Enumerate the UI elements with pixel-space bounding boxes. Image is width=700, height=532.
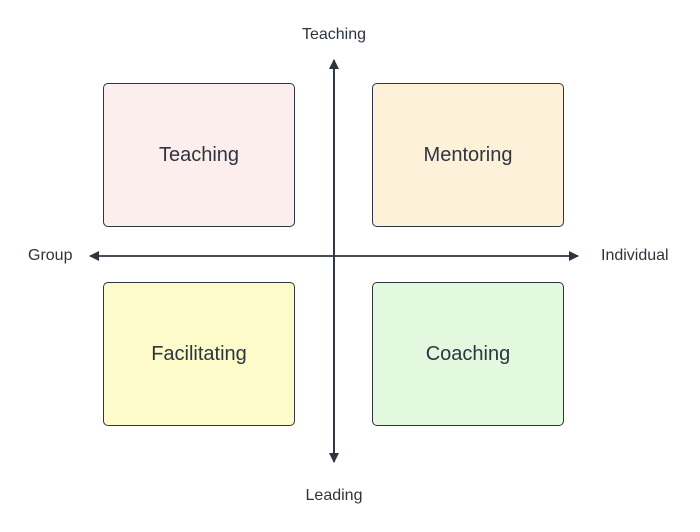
axis-label-bottom: Leading	[305, 487, 363, 504]
axis-label-top: Teaching	[301, 26, 367, 43]
quadrant-label: Teaching	[158, 143, 240, 166]
quadrant-label: Facilitating	[151, 342, 247, 365]
quadrant-facilitating: Facilitating	[103, 282, 295, 426]
quadrant-coaching: Coaching	[372, 282, 564, 426]
quadrant-mentoring: Mentoring	[372, 83, 564, 227]
quadrant-label: Mentoring	[423, 143, 513, 166]
quadrant-teaching: Teaching	[103, 83, 295, 227]
axis-label-right: Individual	[601, 247, 669, 264]
quadrant-label: Coaching	[425, 342, 511, 365]
axis-label-left: Group	[28, 247, 73, 264]
